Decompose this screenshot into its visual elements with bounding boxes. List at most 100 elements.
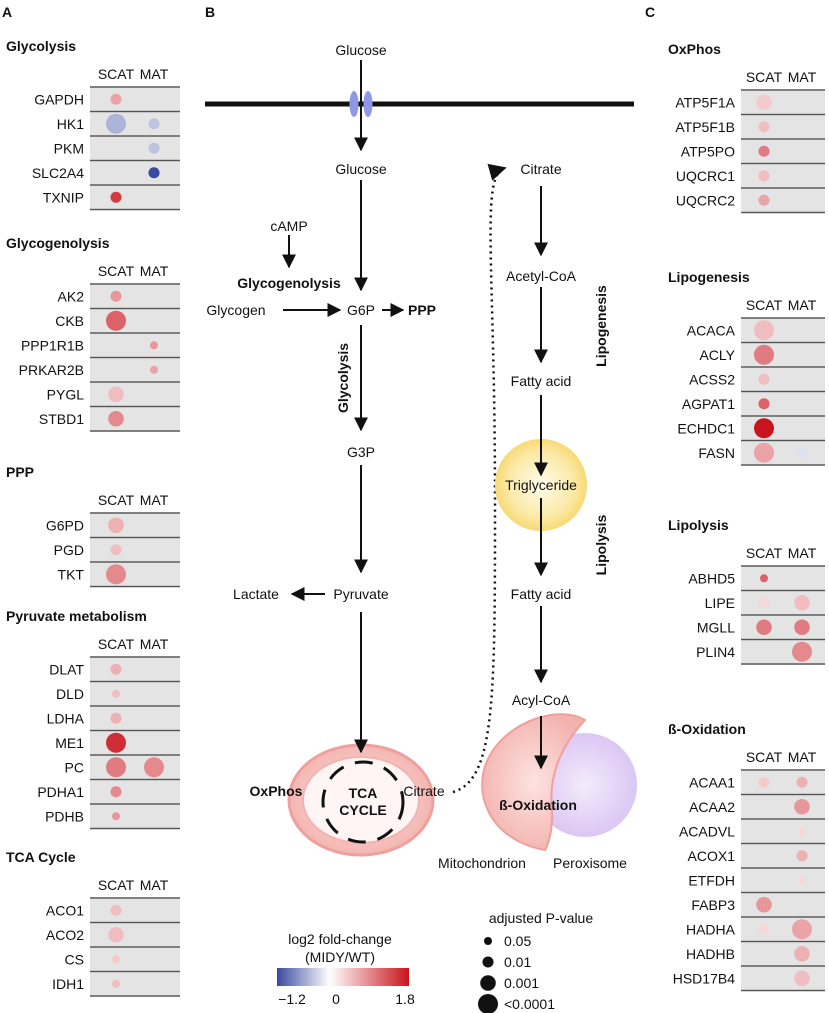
camp-label: cAMP (270, 218, 307, 234)
column-header-mat: MAT (140, 263, 169, 279)
table-row (90, 88, 180, 111)
mitochondrion-label: Mitochondrion (438, 855, 526, 871)
gene-label: ETFDH (688, 872, 735, 888)
scat-dot (754, 320, 774, 341)
legend-size-dot (478, 994, 498, 1013)
scat-dot (754, 418, 774, 439)
mat-dot (796, 776, 808, 788)
gene-label: ACAA2 (689, 799, 735, 815)
legend-size-title: adjusted P-value (489, 910, 594, 926)
column-header-scat: SCAT (98, 636, 135, 652)
mat-dot (794, 970, 810, 987)
scat-dot (758, 923, 770, 935)
column-header-scat: SCAT (98, 66, 135, 82)
table-row (741, 820, 825, 843)
gene-label: AK2 (58, 288, 85, 304)
legend-mid-label: 0 (332, 991, 340, 1007)
gene-label: ACLY (699, 347, 735, 363)
gene-label: IDH1 (52, 976, 84, 992)
arrow-citrate-export (452, 163, 507, 794)
block-title: Glycolysis (6, 38, 76, 54)
legend-size-dot (483, 936, 493, 946)
gene-label: ABHD5 (688, 570, 735, 586)
scat-dot (108, 386, 124, 403)
g6p-label: G6P (347, 302, 375, 318)
acylcoa-label: Acyl-CoA (512, 692, 571, 708)
scat-dot (758, 145, 770, 157)
column-header-scat: SCAT (746, 297, 783, 313)
block-title: Glycogenolysis (6, 235, 110, 251)
ppp-label: PPP (408, 302, 436, 318)
mat-dot (144, 757, 164, 778)
gene-label: HADHA (686, 921, 736, 937)
legend-size-label: 0.01 (504, 954, 531, 970)
gene-label: CS (65, 951, 84, 967)
table-row (741, 844, 825, 867)
scat-dot (108, 926, 124, 943)
table-row (741, 164, 825, 187)
legend-size-label: 0.05 (504, 933, 531, 949)
legend-size-label: 0.001 (504, 975, 539, 991)
mat-dot (792, 919, 812, 940)
mat-dot (794, 594, 810, 611)
scat-dot (110, 93, 122, 105)
column-header-scat: SCAT (746, 69, 783, 85)
mat-dot (148, 118, 160, 130)
mat-dot (794, 945, 810, 962)
peroxisome-label: Peroxisome (553, 855, 627, 871)
gene-label: UQCRC2 (676, 192, 735, 208)
legend-color-title-2: (MIDY/WT) (305, 949, 375, 965)
column-header-mat: MAT (140, 877, 169, 893)
mat-dot (148, 142, 160, 154)
table-row (90, 538, 180, 561)
gene-label: TKT (58, 566, 85, 582)
table-row (90, 334, 180, 357)
gene-label: GAPDH (34, 91, 84, 107)
gene-label: FABP3 (691, 897, 735, 913)
table-row (741, 567, 825, 590)
gene-label: PYGL (47, 386, 85, 402)
scat-dot (110, 191, 122, 203)
scat-dot (106, 732, 126, 753)
mat-dot (149, 341, 159, 350)
legend-size-dot (480, 975, 496, 991)
panel-label-c: C (645, 4, 655, 20)
mat-dot (792, 641, 812, 662)
table-row (741, 771, 825, 794)
gene-label: ME1 (55, 735, 84, 751)
mitochondrion-half (481, 713, 587, 852)
gene-label: LDHA (47, 710, 85, 726)
scat-dot (758, 776, 770, 788)
gene-label: FASN (698, 445, 735, 461)
column-header-scat: SCAT (98, 492, 135, 508)
gene-label: PRKAR2B (19, 362, 84, 378)
column-header-mat: MAT (140, 66, 169, 82)
table-row (90, 658, 180, 681)
table-row (741, 140, 825, 163)
table-row (90, 682, 180, 705)
scat-dot (758, 121, 770, 133)
citrate-mito-label: Citrate (403, 783, 444, 799)
scat-dot (758, 597, 770, 609)
gene-label: CKB (55, 313, 84, 329)
gene-label: MGLL (697, 619, 735, 635)
mat-dot (796, 850, 808, 862)
lactate-label: Lactate (233, 586, 279, 602)
scat-dot (106, 113, 126, 134)
gene-label: SLC2A4 (32, 165, 84, 181)
block-title: PPP (6, 464, 34, 480)
gene-label: TXNIP (43, 189, 84, 205)
mat-dot (794, 798, 810, 815)
gene-label: ECHDC1 (677, 420, 735, 436)
mat-dot (794, 619, 810, 636)
gene-label: ACOX1 (688, 848, 736, 864)
gene-label: ACSS2 (689, 371, 735, 387)
